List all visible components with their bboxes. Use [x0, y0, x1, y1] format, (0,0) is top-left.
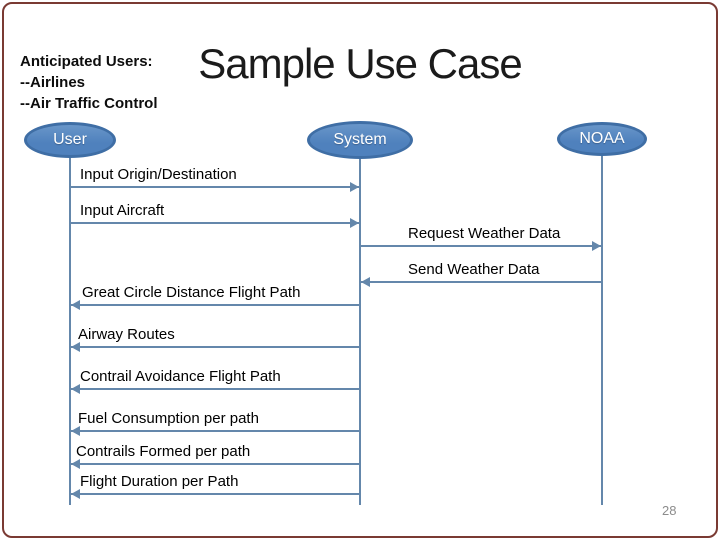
message-label: Contrail Avoidance Flight Path: [80, 368, 281, 385]
arrowhead-left-icon: [71, 459, 80, 469]
message-line: [360, 281, 602, 283]
actor-user: User: [24, 122, 116, 158]
message-label: Fuel Consumption per path: [78, 410, 259, 427]
arrowhead-right-icon: [350, 218, 359, 228]
arrowhead-left-icon: [71, 342, 80, 352]
message-label: Contrails Formed per path: [76, 443, 251, 460]
actor-system: System: [307, 121, 413, 159]
message-label: Flight Duration per Path: [80, 473, 239, 490]
actor-label: System: [333, 131, 387, 148]
actor-noaa: NOAA: [557, 122, 647, 156]
message-line: [70, 346, 360, 348]
arrowhead-left-icon: [71, 300, 80, 310]
message-line: [70, 463, 360, 465]
arrowhead-left-icon: [361, 277, 370, 287]
user-lifeline: [69, 156, 71, 505]
message-line: [70, 493, 360, 495]
arrowhead-right-icon: [350, 182, 359, 192]
message-line: [70, 388, 360, 390]
arrowhead-right-icon: [592, 241, 601, 251]
actor-label: User: [53, 131, 87, 148]
message-line: [70, 222, 360, 224]
system-lifeline: [359, 156, 361, 505]
message-label: Great Circle Distance Flight Path: [82, 284, 301, 301]
arrowhead-left-icon: [71, 489, 80, 499]
message-label: Airway Routes: [78, 326, 175, 343]
message-label: Request Weather Data: [408, 225, 561, 242]
message-label: Input Origin/Destination: [80, 166, 237, 183]
slide-title: Sample Use Case: [198, 40, 522, 87]
note-line: --Airlines: [20, 74, 86, 91]
message-line: [360, 245, 602, 247]
note-line: Anticipated Users:: [20, 53, 153, 70]
message-line: [70, 430, 360, 432]
message-label: Send Weather Data: [408, 261, 540, 278]
arrowhead-left-icon: [71, 426, 80, 436]
actor-label: NOAA: [579, 130, 625, 147]
message-line: [70, 304, 360, 306]
message-label: Input Aircraft: [80, 202, 165, 219]
arrowhead-left-icon: [71, 384, 80, 394]
page-number: 28: [662, 503, 677, 518]
anticipated-users-note: Anticipated Users: --Airlines --Air Traf…: [20, 51, 158, 114]
noaa-lifeline: [601, 156, 603, 505]
note-line: --Air Traffic Control: [20, 95, 158, 112]
message-line: [70, 186, 360, 188]
